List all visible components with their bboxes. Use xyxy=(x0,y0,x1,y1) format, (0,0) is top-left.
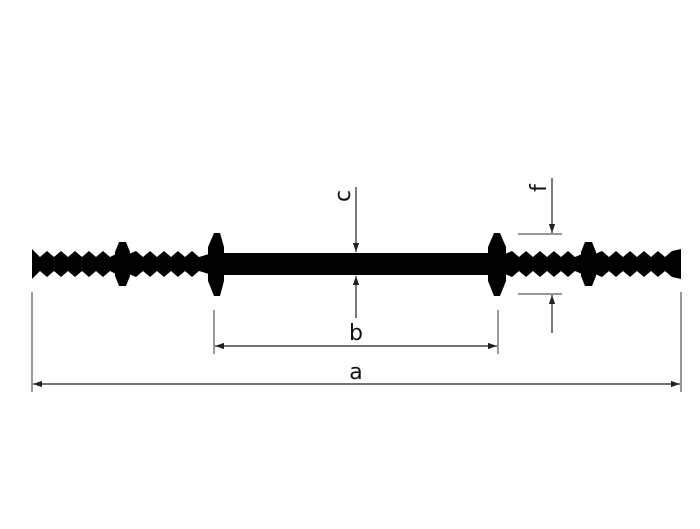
profile-right-bulb xyxy=(488,233,506,296)
profile-left-flange xyxy=(32,249,116,279)
profile-right-inner-flange xyxy=(505,251,582,277)
profile-left-rib xyxy=(115,242,130,286)
profile-right-flange xyxy=(595,249,681,279)
dimension-f: f xyxy=(518,178,562,333)
waterstop-profile xyxy=(32,233,681,296)
dimension-f-label: f xyxy=(527,183,552,192)
dimension-b: b xyxy=(213,310,499,354)
profile-central-web xyxy=(212,253,502,275)
dimension-a: a xyxy=(31,292,682,392)
profile-left-bulb xyxy=(208,233,224,296)
dimension-a-label: a xyxy=(349,360,362,385)
profile-right-rib xyxy=(581,242,596,286)
dimension-b-label: b xyxy=(349,321,363,346)
profile-left-inner-flange xyxy=(129,251,209,277)
dimension-c-label: c xyxy=(331,190,356,202)
dimension-c: c xyxy=(331,187,360,318)
